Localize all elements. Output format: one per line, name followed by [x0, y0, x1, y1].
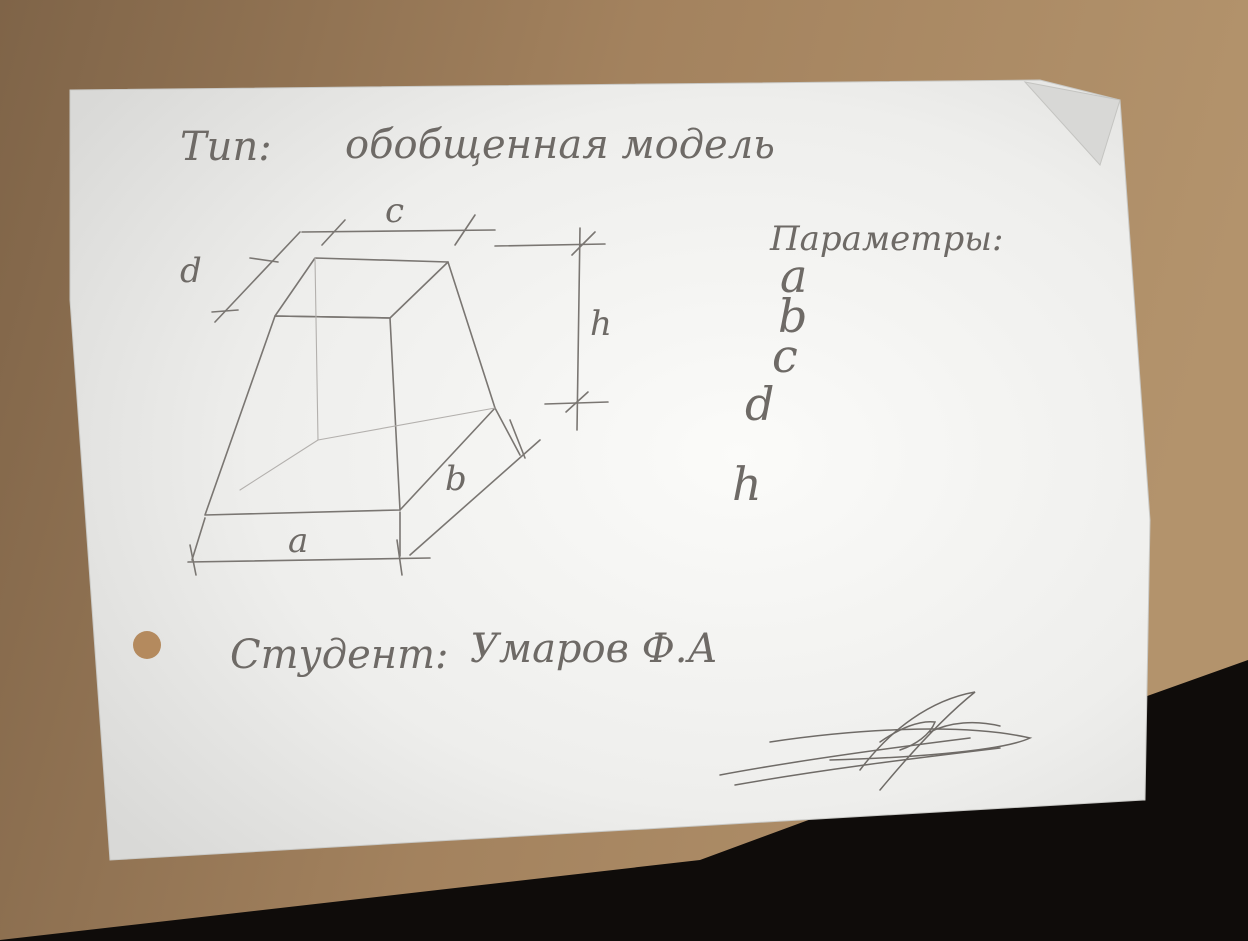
paper-sheet: [69, 79, 1151, 861]
dim-label-c: c: [385, 191, 404, 231]
param-item: h: [732, 457, 762, 511]
params-list: a b c d h: [732, 249, 807, 511]
title-label: Тип:: [180, 124, 272, 170]
dim-label-d: d: [180, 251, 202, 291]
dim-label-a: a: [288, 521, 308, 561]
student-label: Студент:: [230, 632, 449, 678]
param-item: c: [772, 329, 798, 383]
dim-label-b: b: [445, 459, 467, 499]
dim-label-h: h: [590, 304, 612, 344]
params-heading: Параметры:: [769, 219, 1003, 259]
param-item: a: [780, 249, 807, 303]
prism-drawing: [187, 214, 609, 576]
signature-image: [719, 691, 1033, 791]
folded-corner: [1023, 81, 1121, 166]
punch-hole: [133, 631, 161, 659]
param-item: b: [778, 289, 807, 343]
student-name: Умаров Ф.А: [470, 626, 718, 672]
title-value: обобщенная модель: [345, 122, 775, 168]
param-item: d: [745, 377, 774, 431]
